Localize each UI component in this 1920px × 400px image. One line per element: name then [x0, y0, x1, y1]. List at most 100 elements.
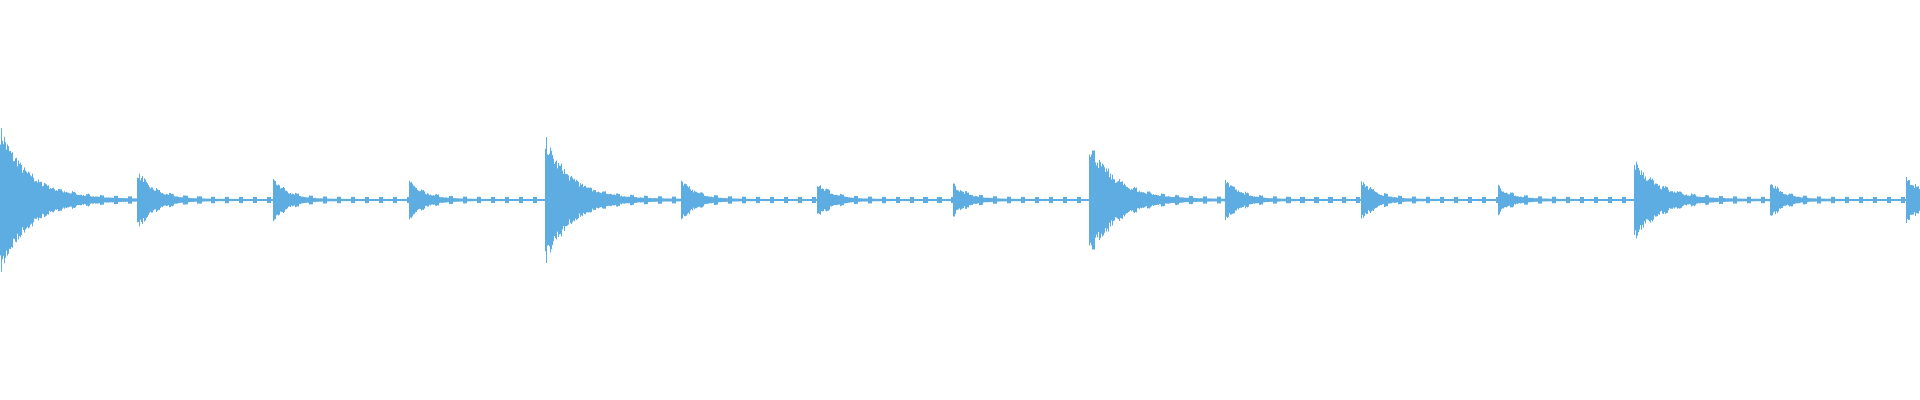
waveform-sample	[52, 188, 53, 212]
waveform-sample	[1198, 198, 1199, 202]
waveform-sample	[915, 199, 916, 201]
waveform-sample	[1029, 198, 1030, 201]
waveform-sample	[1700, 196, 1701, 204]
waveform-sample	[565, 173, 566, 227]
waveform-sample	[394, 197, 395, 203]
waveform-sample	[1852, 199, 1853, 202]
waveform-sample	[1586, 199, 1587, 201]
waveform-sample	[419, 191, 420, 209]
waveform-sample	[104, 197, 105, 203]
waveform-sample	[197, 196, 198, 204]
waveform-sample	[483, 198, 484, 202]
waveform-sample	[994, 196, 995, 204]
waveform-sample	[1663, 186, 1664, 214]
waveform-sample	[158, 190, 159, 210]
waveform-sample	[388, 199, 389, 201]
waveform-sample	[713, 197, 714, 203]
waveform-sample	[133, 198, 134, 202]
waveform-sample	[676, 198, 677, 202]
waveform-sample	[1128, 188, 1129, 212]
waveform-sample	[1763, 196, 1764, 204]
waveform-sample	[148, 184, 149, 216]
waveform-sample	[85, 195, 86, 205]
waveform-sample	[1379, 194, 1380, 206]
waveform-sample	[1688, 195, 1689, 205]
waveform-sample	[1403, 198, 1404, 203]
waveform-sample	[1431, 198, 1432, 202]
waveform-sample	[943, 199, 944, 201]
waveform-sample	[1388, 196, 1389, 204]
waveform-sample	[827, 189, 828, 211]
waveform-sample	[1338, 199, 1339, 201]
waveform-sample	[192, 198, 193, 202]
waveform-sample	[635, 197, 636, 203]
waveform-sample	[242, 197, 243, 204]
waveform-sample	[1354, 199, 1355, 201]
waveform-sample	[448, 197, 449, 203]
waveform-sample	[1898, 199, 1899, 201]
waveform-sample	[1892, 199, 1893, 201]
waveform-sample	[447, 197, 448, 203]
waveform-sample	[1314, 197, 1315, 204]
waveform-sample	[947, 199, 948, 201]
waveform-sample	[704, 195, 705, 205]
waveform-sample	[1343, 197, 1344, 203]
waveform-sample	[706, 196, 707, 204]
waveform-sample	[1735, 196, 1736, 204]
waveform-sample	[1847, 196, 1848, 203]
waveform-sample	[858, 198, 859, 202]
waveform-sample	[1054, 199, 1055, 201]
waveform-sample	[470, 198, 471, 202]
waveform-sample	[214, 196, 215, 204]
waveform-sample	[1676, 192, 1677, 208]
waveform-sample	[1293, 198, 1294, 202]
waveform-sample	[1142, 192, 1143, 208]
waveform-sample	[384, 199, 385, 201]
waveform-sample	[195, 198, 196, 202]
waveform-sample	[692, 189, 693, 211]
waveform-sample	[316, 198, 317, 202]
waveform-sample	[1785, 194, 1786, 206]
waveform-sample	[1569, 196, 1570, 203]
waveform-sample	[1438, 198, 1439, 201]
waveform-sample	[1233, 186, 1234, 214]
waveform-sample	[1791, 193, 1792, 207]
waveform-sample	[28, 171, 29, 229]
waveform-sample	[1358, 197, 1359, 203]
waveform-sample	[1878, 199, 1879, 201]
waveform-sample	[1494, 199, 1495, 201]
waveform-sample	[1272, 198, 1273, 202]
waveform-sample	[183, 195, 184, 205]
waveform-sample	[440, 197, 441, 203]
waveform-sample	[1437, 198, 1438, 202]
waveform-sample	[737, 198, 738, 202]
waveform-sample	[1093, 150, 1094, 250]
waveform-sample	[970, 194, 971, 206]
waveform-sample	[455, 198, 456, 202]
waveform-sample	[965, 191, 966, 209]
waveform-sample	[494, 197, 495, 204]
waveform-sample	[1628, 199, 1629, 201]
waveform-sample	[944, 199, 945, 201]
waveform-sample	[785, 197, 786, 203]
waveform-sample	[224, 198, 225, 202]
waveform-sample	[655, 198, 656, 202]
waveform-sample	[601, 193, 602, 207]
waveform-sample	[1418, 198, 1419, 202]
waveform-sample	[71, 193, 72, 207]
waveform-sample	[985, 197, 986, 203]
waveform-sample	[1640, 174, 1641, 226]
waveform-sample	[427, 193, 428, 207]
waveform-sample	[492, 196, 493, 203]
waveform-sample	[877, 198, 878, 202]
waveform-sample	[1551, 198, 1552, 202]
waveform-sample	[1493, 199, 1494, 201]
waveform-sample	[909, 199, 910, 201]
waveform-sample	[280, 188, 281, 212]
waveform-sample	[291, 194, 292, 206]
waveform-sample	[570, 176, 571, 224]
waveform-sample	[1165, 196, 1166, 204]
waveform-sample	[1617, 199, 1618, 201]
waveform-sample	[1540, 196, 1541, 204]
